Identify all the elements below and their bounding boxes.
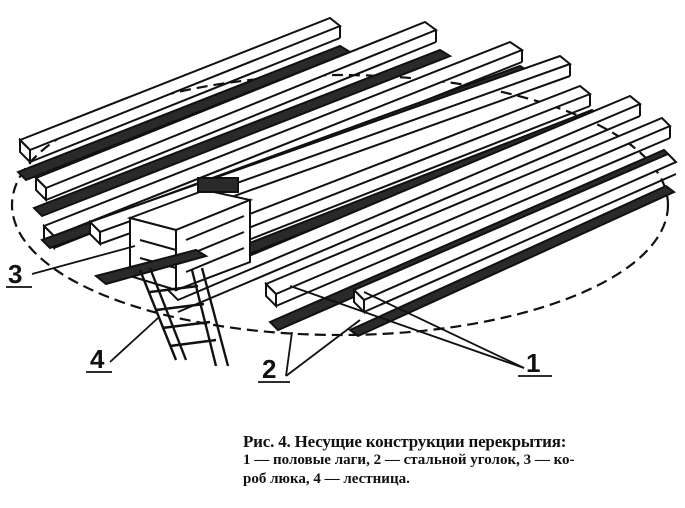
callout-label-1: 1 <box>526 348 540 378</box>
floor-joists-lower <box>264 116 678 338</box>
caption-title: Рис. 4. Несущие конструкции перекрытия: <box>243 432 567 451</box>
ladder <box>138 267 230 367</box>
caption-line-2: роб люка, 4 — лестница. <box>243 471 410 487</box>
caption-line-1: 1 — половые лаги, 2 — стальной уголок, 3… <box>243 452 575 468</box>
callout-label-3: 3 <box>8 259 22 289</box>
leader-lines <box>31 245 525 377</box>
callout-label-2: 2 <box>262 354 276 384</box>
figure-caption: Рис. 4. Несущие конструкции перекрытия: … <box>243 432 679 489</box>
callout-label-4: 4 <box>90 344 105 374</box>
